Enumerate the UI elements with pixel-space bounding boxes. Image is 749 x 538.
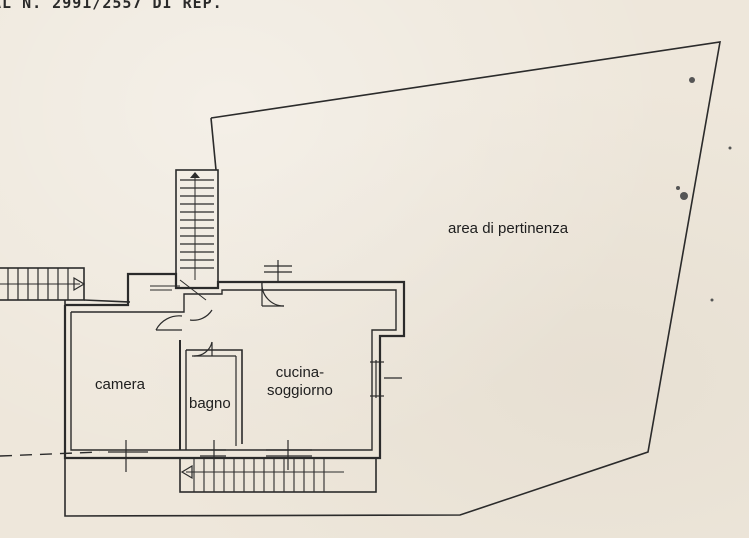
building-inner-wall — [70, 289, 397, 451]
header-reference-text: AL N. 2991/2557 DI REP. — [0, 0, 223, 12]
label-bagno: bagno — [189, 395, 231, 412]
lower-stair-treads — [193, 458, 325, 492]
entrance-steps — [264, 260, 292, 282]
label-camera: camera — [95, 376, 146, 393]
property-boundary — [64, 41, 721, 517]
upper-stair-treads — [180, 179, 214, 269]
boundary-left-segment — [210, 117, 217, 171]
upper-stair-arrow — [190, 172, 200, 178]
building-outer-wall — [63, 272, 406, 460]
dashed-boundary — [0, 451, 101, 457]
lower-stair-outline — [179, 457, 377, 493]
kitchen-window — [370, 360, 402, 398]
entrance-door-arc — [261, 281, 285, 307]
label-cucina-soggiorno: cucina- soggiorno — [267, 364, 333, 400]
bagno-door-arc — [193, 341, 213, 357]
partition-bagno-cucina — [186, 349, 243, 444]
label-area-di-pertinenza: area di pertinenza — [448, 220, 569, 237]
label-cucina-line1: cucina- — [275, 364, 325, 381]
bottom-windows — [108, 440, 312, 472]
label-cucina-line2: soggiorno — [267, 382, 333, 399]
camera-door-arc — [155, 315, 183, 331]
scan-specks — [676, 77, 732, 302]
hall-door-arc — [189, 309, 213, 321]
